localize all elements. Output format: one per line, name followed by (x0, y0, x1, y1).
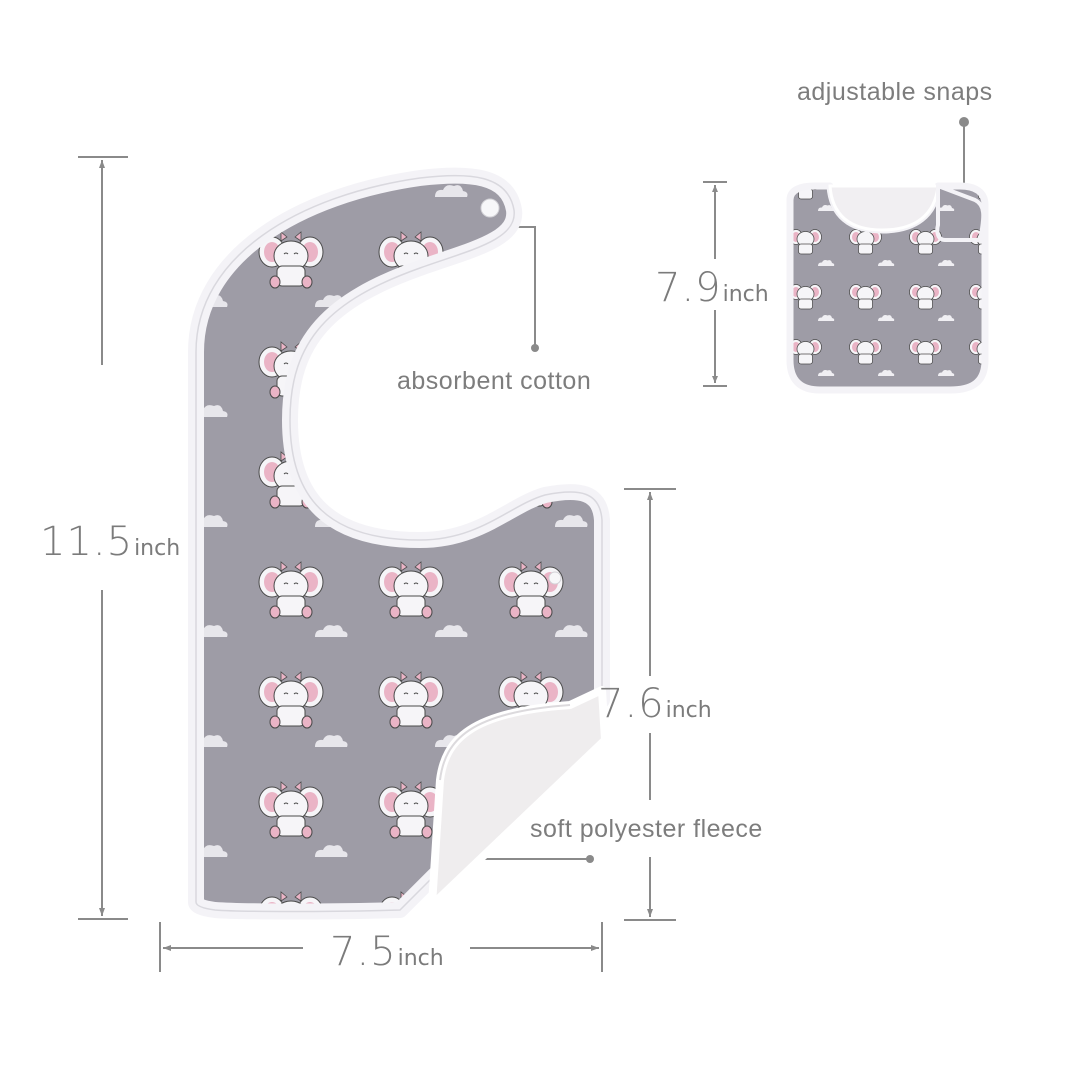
small-bib-height-dimension-label: 7.9inch (655, 268, 769, 308)
small-bib-height-value: 7.9 (655, 265, 722, 311)
height-value: 11.5 (40, 519, 134, 565)
lower-height-value: 7.6 (598, 681, 665, 727)
absorbent-cotton-label: absorbent cotton (397, 367, 592, 395)
height-dimension-label: 11.5inch (40, 522, 180, 562)
soft-polyester-fleece-label: soft polyester fleece (530, 815, 763, 843)
width-unit: inch (397, 946, 444, 971)
width-dimension-label: 7.5inch (330, 932, 444, 972)
small-bib-height-unit: inch (722, 282, 769, 307)
height-unit: inch (134, 536, 181, 561)
lower-height-dimension-label: 7.6inch (598, 684, 712, 724)
width-value: 7.5 (330, 929, 397, 975)
lower-height-unit: inch (665, 698, 712, 723)
adjustable-snaps-label: adjustable snaps (797, 78, 993, 106)
